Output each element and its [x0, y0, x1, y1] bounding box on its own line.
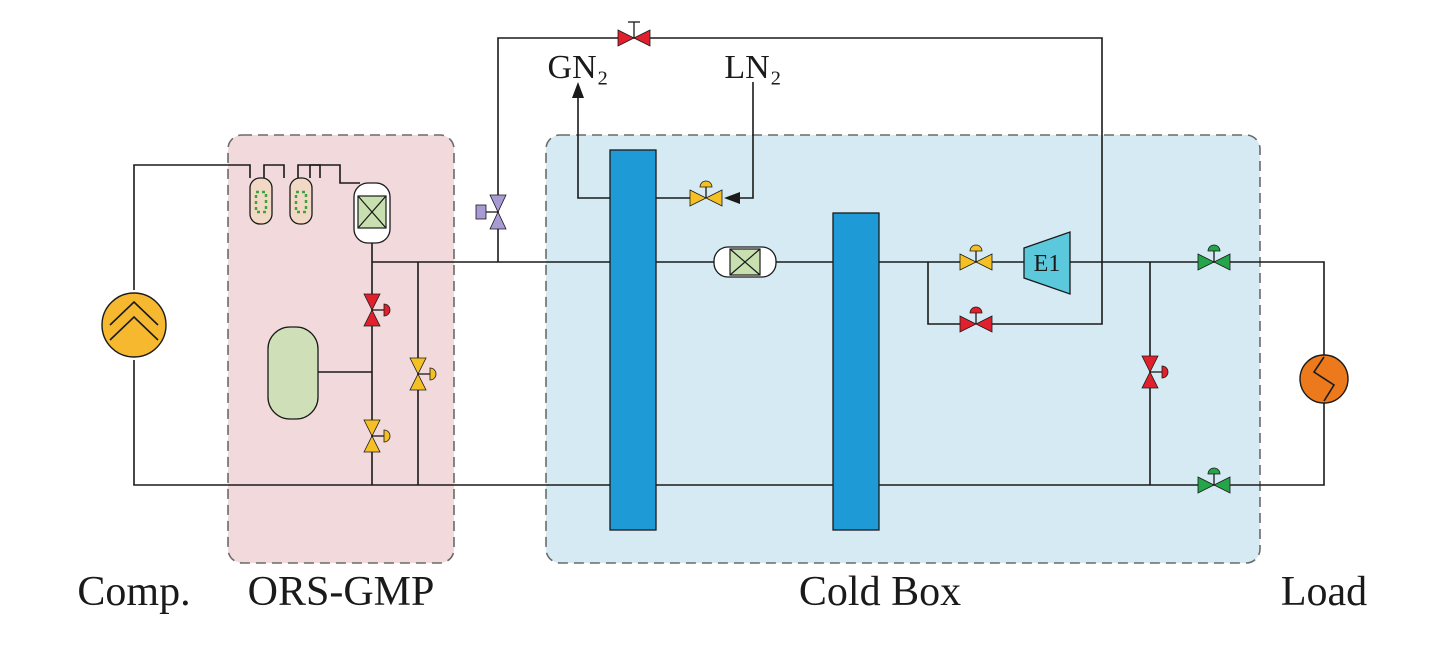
adsorber-icon [289, 177, 313, 225]
turbine-label: E1 [1034, 251, 1061, 277]
valve-icon [689, 180, 723, 207]
tank-icon [267, 326, 319, 420]
valve-icon [409, 357, 437, 391]
valve-icon [475, 194, 507, 230]
valve-icon [363, 293, 391, 327]
filter-icon [353, 182, 391, 244]
comp-label: Comp. [77, 569, 190, 615]
ors-gmp-label: ORS-GMP [248, 569, 435, 615]
gn2-label: GN₂ [548, 49, 609, 86]
ln2-label: LN₂ [724, 49, 781, 86]
valve-icon [959, 306, 993, 333]
cold-box-region [545, 134, 1261, 564]
valve-icon [1197, 244, 1231, 271]
ors-gmp-region [227, 134, 455, 564]
cold-box-label: Cold Box [799, 569, 961, 615]
compressor-icon [101, 292, 167, 358]
heater-icon [1299, 354, 1349, 404]
valve-icon [1141, 355, 1169, 389]
adsorber-icon [249, 177, 273, 225]
valve-icon [959, 244, 993, 271]
load-label: Load [1281, 569, 1367, 615]
piping [133, 37, 1325, 486]
valve-icon [1197, 467, 1231, 494]
valve-icon [363, 419, 391, 453]
heat-exchanger-2 [832, 212, 880, 531]
heat-exchanger-1 [609, 149, 657, 531]
valve-icon [617, 21, 651, 47]
turbine-icon: E1 [1023, 231, 1071, 295]
filter-icon [713, 246, 777, 278]
